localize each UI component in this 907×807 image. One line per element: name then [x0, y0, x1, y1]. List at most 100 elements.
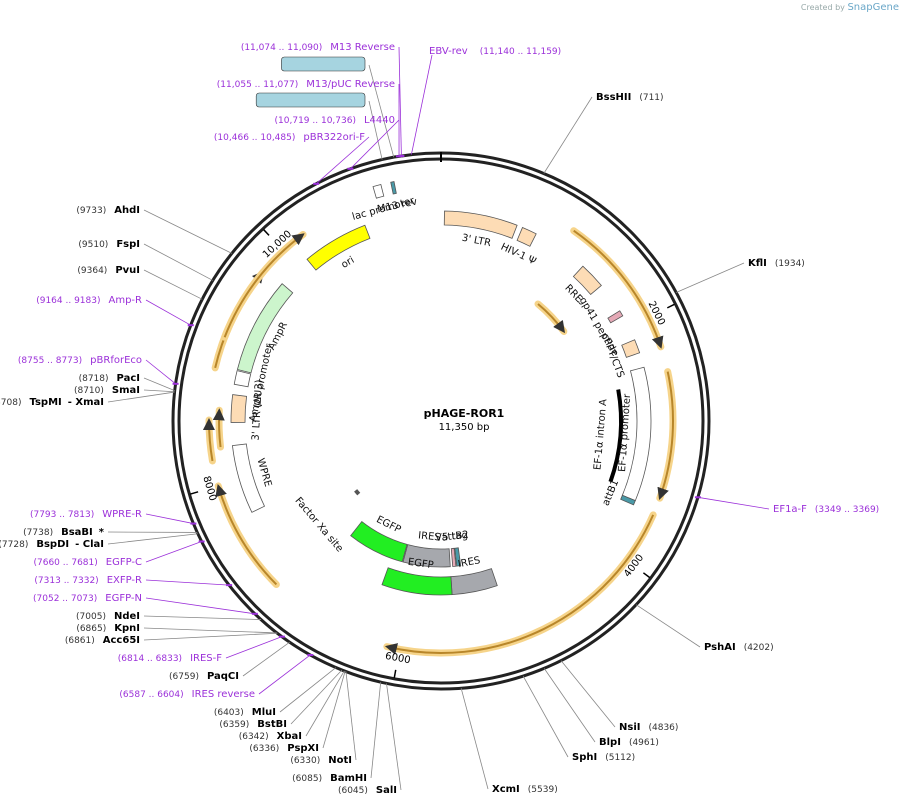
- site-position: (6359): [219, 720, 249, 730]
- brand-created-by: Created by: [800, 3, 845, 12]
- site-position: (3349 .. 3369): [815, 505, 879, 515]
- primer-label[interactable]: (11,074 .. 11,090)M13 Reverse: [241, 42, 395, 53]
- enzyme-label[interactable]: (6403)MluI: [214, 707, 276, 718]
- label-leader: [145, 541, 202, 563]
- enzyme-label[interactable]: (8708)TspMI- XmaI: [0, 397, 104, 408]
- primer-label[interactable]: (7660 .. 7681)EGFP-C: [33, 557, 142, 568]
- orf-layer: [202, 227, 677, 657]
- enzyme-label[interactable]: BssHII(711): [596, 92, 664, 103]
- feature-shape: [306, 224, 371, 271]
- primer-label[interactable]: (6814 .. 6833)IRES-F: [118, 653, 222, 664]
- enzyme-label[interactable]: (7728)BspDI- ClaI: [0, 539, 104, 550]
- site-position: (6403): [214, 708, 244, 718]
- enzyme-label[interactable]: KflI(1934): [748, 258, 805, 269]
- enzyme-label[interactable]: (6865)KpnI: [76, 623, 140, 634]
- enzyme-label[interactable]: (6759)PaqCI: [169, 671, 239, 682]
- enzyme-label[interactable]: (9733)AhdI: [76, 205, 140, 216]
- site-name: PaqCI: [207, 671, 239, 682]
- enzyme-label[interactable]: PshAI(4202): [704, 642, 774, 653]
- primer-label[interactable]: (6587 .. 6604)IRES reverse: [119, 689, 255, 700]
- primer-label[interactable]: (7313 .. 7332)EXFP-R: [34, 575, 142, 586]
- enzyme-label[interactable]: (6085)BamHI: [292, 773, 367, 784]
- enzyme-label[interactable]: NsiI(4836): [619, 722, 678, 733]
- primer-label[interactable]: (7793 .. 7813)WPRE-R: [30, 509, 142, 520]
- label-ef1a-promoter: EF-1α promoter: [617, 393, 633, 473]
- orf-arrow: [215, 484, 278, 586]
- feature-shape: [233, 370, 252, 388]
- enzyme-label[interactable]: (6342)XbaI: [239, 731, 302, 742]
- enzyme-label[interactable]: (6330)NotI: [290, 755, 352, 766]
- site-position: (6330): [290, 756, 320, 766]
- feature-shape: [390, 181, 397, 195]
- enzyme-label[interactable]: (7738)BsaBI*: [23, 527, 105, 538]
- label-cppt: cPPT/CTS: [599, 332, 626, 379]
- site-position: (6336): [249, 744, 279, 754]
- label-leader: [143, 615, 262, 620]
- boxed-feature-bg: [255, 92, 366, 108]
- orf-arrow: [657, 371, 674, 501]
- site-position: (9164 .. 9183): [36, 296, 100, 306]
- feature-bar: [608, 389, 623, 483]
- site-position: (7728): [0, 540, 28, 550]
- feature-shape: [621, 339, 641, 358]
- feature-shape: [450, 547, 457, 567]
- site-name: SmaI: [112, 385, 140, 396]
- orf-arrow: [202, 418, 215, 462]
- label-leader: [345, 671, 357, 761]
- primer-label[interactable]: (10,466 .. 10,485)pBR322ori-F: [214, 132, 365, 143]
- label-ires-2: IRES: [457, 555, 481, 570]
- enzyme-label[interactable]: (8710)SmaI: [74, 385, 140, 396]
- enzyme-label[interactable]: (9510)FspI: [78, 239, 140, 250]
- boxed-feature-bg: [281, 56, 366, 72]
- enzyme-label[interactable]: (6861)Acc65I: [65, 635, 140, 646]
- site-name: PshAI: [704, 642, 736, 653]
- site-name: TspMI: [29, 397, 61, 408]
- primer-label[interactable]: (7052 .. 7073)EGFP-N: [33, 593, 142, 604]
- label-leader: [560, 660, 616, 728]
- orf-arrow: [223, 233, 305, 338]
- feature-bar: [354, 489, 361, 496]
- enzyme-label[interactable]: (9364)PvuI: [77, 265, 140, 276]
- site-name: BsaBI: [61, 527, 93, 538]
- primer-label[interactable]: (11,055 .. 11,077)M13/pUC Reverse: [217, 79, 395, 90]
- primer-label[interactable]: EBV-rev(11,140 .. 11,159): [429, 46, 561, 57]
- enzyme-label[interactable]: (6359)BstBI: [219, 719, 287, 730]
- enzyme-label[interactable]: (7005)NdeI: [76, 611, 140, 622]
- primer-label[interactable]: (8755 .. 8773)pBRforEco: [18, 355, 142, 366]
- label-attb1: attB1: [601, 478, 622, 507]
- label-leader: [143, 632, 278, 641]
- feature-shape: [516, 226, 537, 247]
- site-name: SalI: [376, 785, 397, 796]
- primer-label[interactable]: EF1a-F(3349 .. 3369): [773, 504, 879, 515]
- site-position: (10,719 .. 10,736): [275, 116, 356, 126]
- label-egfp-2: EGFP: [407, 557, 434, 572]
- label-m13-rev: M13 rev: [376, 196, 418, 215]
- center-label: pHAGE-ROR1 11,350 bp: [424, 407, 505, 433]
- feature-shape: [236, 283, 294, 374]
- enzyme-label[interactable]: XcmI(5539): [492, 784, 558, 795]
- plasmid-name: pHAGE-ROR1: [424, 407, 505, 420]
- site-name: PacI: [117, 373, 140, 384]
- label-leader: [279, 667, 337, 713]
- map-tick: [393, 669, 397, 678]
- label-leader: [242, 641, 290, 677]
- enzyme-label[interactable]: (8718)PacI: [79, 373, 140, 384]
- snapgene-brand: Created by SnapGene: [801, 2, 899, 13]
- enzyme-label[interactable]: SphI(5112): [572, 752, 635, 763]
- primer-label[interactable]: (9164 .. 9183)Amp-R: [36, 295, 142, 306]
- site-position: (6587 .. 6604): [119, 690, 183, 700]
- primer-label[interactable]: (10,719 .. 10,736)L4440: [275, 115, 395, 126]
- label-leader: [143, 209, 233, 254]
- label-hiv1-psi: HIV-1 Ψ: [499, 242, 538, 268]
- site-position: (7005): [76, 612, 106, 622]
- feature-shape: [620, 494, 636, 506]
- feature-shape: [230, 394, 247, 423]
- enzyme-label[interactable]: (6045)SalI: [338, 785, 397, 796]
- map-tick: [666, 303, 675, 309]
- enzyme-label[interactable]: (6336)PspXI: [249, 743, 319, 754]
- site-position: (4961): [629, 738, 659, 748]
- feature-shape: [450, 568, 498, 596]
- orf-arrow: [384, 514, 655, 655]
- feature-shape: [402, 544, 451, 568]
- enzyme-label[interactable]: BlpI(4961): [599, 737, 659, 748]
